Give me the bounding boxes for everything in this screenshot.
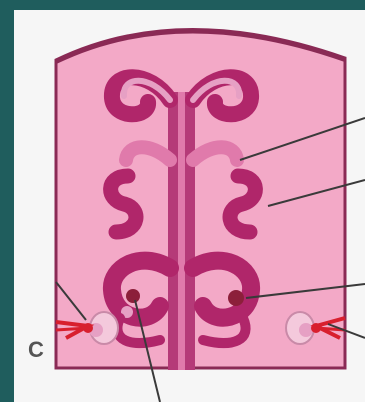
panel-letter: C [28,337,44,363]
central-duct [168,92,195,370]
capsule-right [286,312,314,344]
capsule-left [89,312,118,344]
